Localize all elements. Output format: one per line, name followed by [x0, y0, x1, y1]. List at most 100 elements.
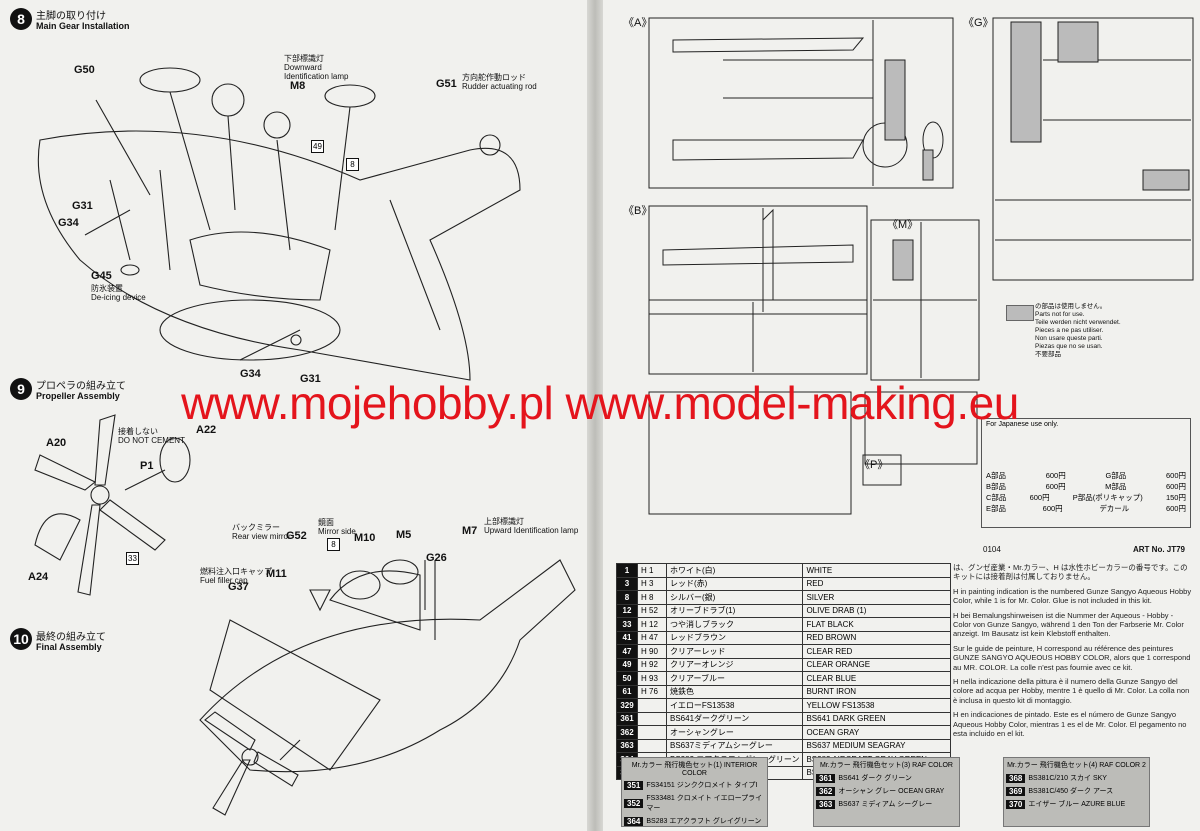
- color-number: 1: [616, 563, 638, 578]
- part-label: G31: [300, 373, 321, 385]
- order-code: 0104: [983, 545, 1001, 554]
- note-jp: 燃料注入口キャップ: [200, 567, 272, 576]
- part-label: A24: [28, 571, 49, 583]
- note-jp: 接着しない: [118, 427, 158, 436]
- note-jp: 鏡面: [318, 518, 334, 527]
- sprue-label-b: 《B》: [623, 205, 653, 217]
- color-name-jp: クリアーレッド: [665, 644, 804, 659]
- color-name-jp: BS637ミディアムシーグレー: [665, 738, 804, 753]
- hobby-color-code: H 52: [637, 603, 667, 618]
- color-name-jp: レッド(赤): [665, 576, 804, 591]
- color-name-jp: オーシャングレー: [665, 725, 804, 740]
- color-name-en: RED: [802, 576, 951, 591]
- part-label: M10: [354, 532, 376, 544]
- color-ref: 33: [126, 552, 139, 565]
- step-title-jp: プロペラの組み立て: [36, 381, 126, 392]
- hobby-color-code: H 3: [637, 576, 667, 591]
- color-name-jp: 焼鉄色: [665, 684, 804, 699]
- step-title-en: Propeller Assembly: [36, 391, 120, 401]
- color-number: 47: [616, 644, 638, 659]
- hobby-color-code: H 90: [637, 644, 667, 659]
- note-jp: 防氷装置: [91, 284, 123, 293]
- hobby-color-code: H 12: [637, 617, 667, 632]
- color-number: 41: [616, 630, 638, 645]
- note-en: Rudder actuating rod: [462, 82, 537, 91]
- step-number-10: 10: [10, 628, 32, 650]
- step-number-8: 8: [10, 8, 32, 30]
- step-title-en: Main Gear Installation: [36, 21, 130, 31]
- art-number: ART No. JT79: [1133, 545, 1186, 554]
- sprue-label-a: 《A》: [623, 17, 653, 29]
- color-name-en: WHITE: [802, 563, 951, 578]
- color-number: 12: [616, 603, 638, 618]
- note-en: DO NOT CEMENT: [118, 436, 185, 445]
- color-ref: 8: [327, 538, 340, 551]
- step-title-jp: 最終の組み立て: [36, 632, 106, 643]
- color-number: 50: [616, 671, 638, 686]
- part-label: G26: [426, 552, 447, 564]
- note-jp: バックミラー: [232, 523, 280, 532]
- sprue-label-g: 《G》: [963, 17, 994, 29]
- note-jp: 上部標識灯: [484, 517, 524, 526]
- hobby-color-code: H 93: [637, 671, 667, 686]
- color-ref: 49: [311, 140, 324, 153]
- part-label: M8: [290, 80, 306, 92]
- instruction-page-left: 8 主脚の取り付け Main Gear Installation G50 G31…: [0, 0, 587, 831]
- part-label: M5: [396, 529, 412, 541]
- sprue-label-p: 《P》: [859, 459, 889, 471]
- color-name-jp: シルバー(銀): [665, 590, 804, 605]
- color-name-jp: イエローFS13538: [665, 698, 804, 713]
- part-label: G50: [74, 64, 95, 76]
- not-used-swatch: [1006, 305, 1034, 321]
- color-name-en: CLEAR ORANGE: [802, 657, 951, 672]
- hobby-color-code: [637, 698, 667, 713]
- assembly-illustrations: [34, 67, 576, 816]
- hobby-color-code: H 47: [637, 630, 667, 645]
- part-label: G34: [58, 217, 79, 229]
- hobby-color-code: H 8: [637, 590, 667, 605]
- paint-notes: は、グンゼ産業・Mr.カラー、H は水性ホビーカラーの番号です。このキットには接…: [953, 563, 1192, 739]
- part-label: M11: [266, 568, 287, 580]
- color-number: 3: [616, 576, 638, 591]
- color-number: 361: [616, 711, 638, 726]
- part-label: A20: [46, 437, 67, 449]
- hobby-color-code: H 76: [637, 684, 667, 699]
- color-name-jp: クリアーオレンジ: [665, 657, 804, 672]
- note-en: Rear view mirror: [232, 532, 291, 541]
- part-label: G52: [286, 530, 307, 542]
- color-name-en: CLEAR BLUE: [802, 671, 951, 686]
- color-ref: 8: [346, 158, 359, 171]
- page-fold: [587, 0, 603, 831]
- color-number: 329: [616, 698, 638, 713]
- color-name-en: BURNT IRON: [802, 684, 951, 699]
- color-name-jp: BS641ダークグリーン: [665, 711, 804, 726]
- hobby-color-code: H 1: [637, 563, 667, 578]
- part-label: G51: [436, 78, 457, 90]
- hobby-color-code: [637, 738, 667, 753]
- color-name-en: YELLOW FS13538: [802, 698, 951, 713]
- color-name-jp: オリーブドラブ(1): [665, 603, 804, 618]
- hobby-color-code: [637, 725, 667, 740]
- color-number: 33: [616, 617, 638, 632]
- sprue-label-m: 《M》: [887, 219, 919, 231]
- color-name-en: CLEAR RED: [802, 644, 951, 659]
- color-name-en: FLAT BLACK: [802, 617, 951, 632]
- color-number: 8: [616, 590, 638, 605]
